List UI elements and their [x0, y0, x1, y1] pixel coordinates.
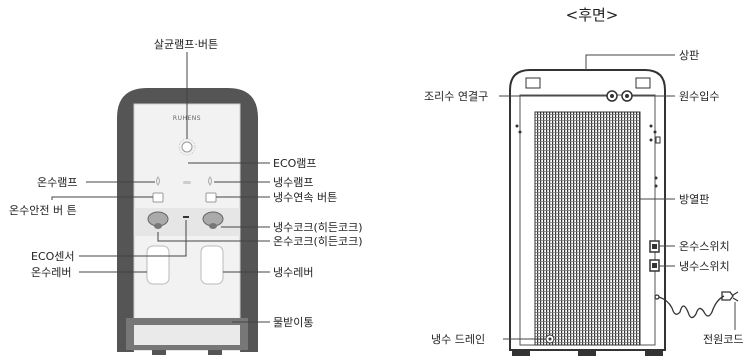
label-top-panel: 상판 [679, 49, 699, 62]
label-cold-drain: 냉수 드레인 [431, 333, 485, 346]
label-cold-lever: 냉수레버 [273, 266, 313, 279]
sterilize-button[interactable] [181, 141, 193, 153]
label-hot-safety-button: 온수안전 버 튼 [9, 204, 77, 217]
label-heat-sink: 방열판 [679, 193, 709, 206]
label-eco-lamp: ECO램프 [273, 157, 317, 170]
label-hot-switch: 온수스위치 [679, 240, 730, 253]
label-raw-water-inlet: 원수입수 [679, 90, 719, 103]
back-view: <후면> [424, 6, 743, 356]
cold-lever[interactable] [200, 245, 224, 285]
label-eco-sensor: ECO센서 [31, 250, 75, 263]
label-hot-lever: 온수레버 [31, 266, 71, 279]
hot-lever[interactable] [146, 245, 170, 285]
hot-safety-button[interactable] [152, 192, 164, 203]
label-cold-cock: 냉수코크(히든코크) [273, 220, 363, 234]
label-sterilize-button: 살균램프·버튼 [154, 38, 218, 51]
label-cold-lamp: 냉수램프 [273, 176, 313, 189]
label-cold-switch: 냉수스위치 [679, 260, 730, 273]
back-view-title: <후면> [566, 6, 619, 24]
power-cord [654, 291, 739, 319]
hot-lamp-icon [156, 176, 160, 186]
label-cooking-water-port: 조리수 연결구 [424, 90, 488, 103]
front-view: RUHENS [9, 38, 363, 355]
label-drip-tray: 물받이통 [273, 316, 313, 329]
cold-lamp-icon [208, 176, 212, 186]
label-cold-continuous-button: 냉수연속 버튼 [273, 191, 337, 204]
label-hot-cock: 온수코크(히든코크) [273, 234, 363, 248]
cold-continuous-button[interactable] [205, 192, 217, 203]
heat-sink [534, 111, 641, 346]
eco-sensor [183, 216, 189, 218]
label-hot-lamp: 온수램프 [37, 176, 77, 189]
eco-lamp [183, 181, 191, 184]
label-power-cord: 전원코드 [703, 333, 743, 346]
